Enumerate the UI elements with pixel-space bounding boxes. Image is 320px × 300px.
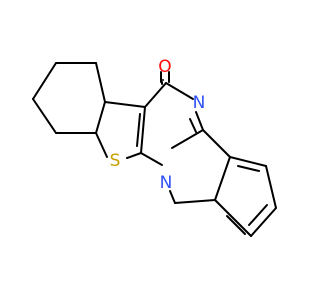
molecule-structure: O N N S	[32, 57, 277, 237]
oxygen-label: O	[158, 57, 171, 77]
bond	[136, 113, 141, 147]
bond	[229, 156, 267, 167]
bond	[165, 82, 194, 100]
bond	[104, 101, 146, 108]
bond	[237, 165, 260, 172]
bond	[214, 199, 252, 237]
nitrogen-label-imine: N	[193, 93, 206, 113]
bond	[140, 152, 163, 166]
bond	[169, 190, 176, 204]
bond	[32, 62, 57, 100]
atom-labels: O N N S	[110, 57, 206, 193]
bond	[171, 129, 204, 149]
bond	[32, 98, 57, 134]
bond	[95, 132, 108, 158]
bond	[126, 152, 142, 159]
bond	[174, 199, 216, 204]
bond	[195, 111, 204, 131]
bond	[226, 215, 246, 235]
nitrogen-label-ring: N	[160, 173, 173, 193]
bond	[144, 82, 167, 108]
bonds	[32, 62, 277, 237]
bond	[248, 204, 268, 226]
bond	[250, 207, 277, 237]
bond	[202, 129, 231, 158]
bond	[265, 165, 277, 209]
bond	[95, 62, 106, 103]
bond	[95, 101, 106, 134]
bond	[140, 106, 146, 154]
bond	[214, 156, 231, 201]
bond	[189, 118, 197, 133]
sulfur-label: S	[110, 151, 121, 171]
